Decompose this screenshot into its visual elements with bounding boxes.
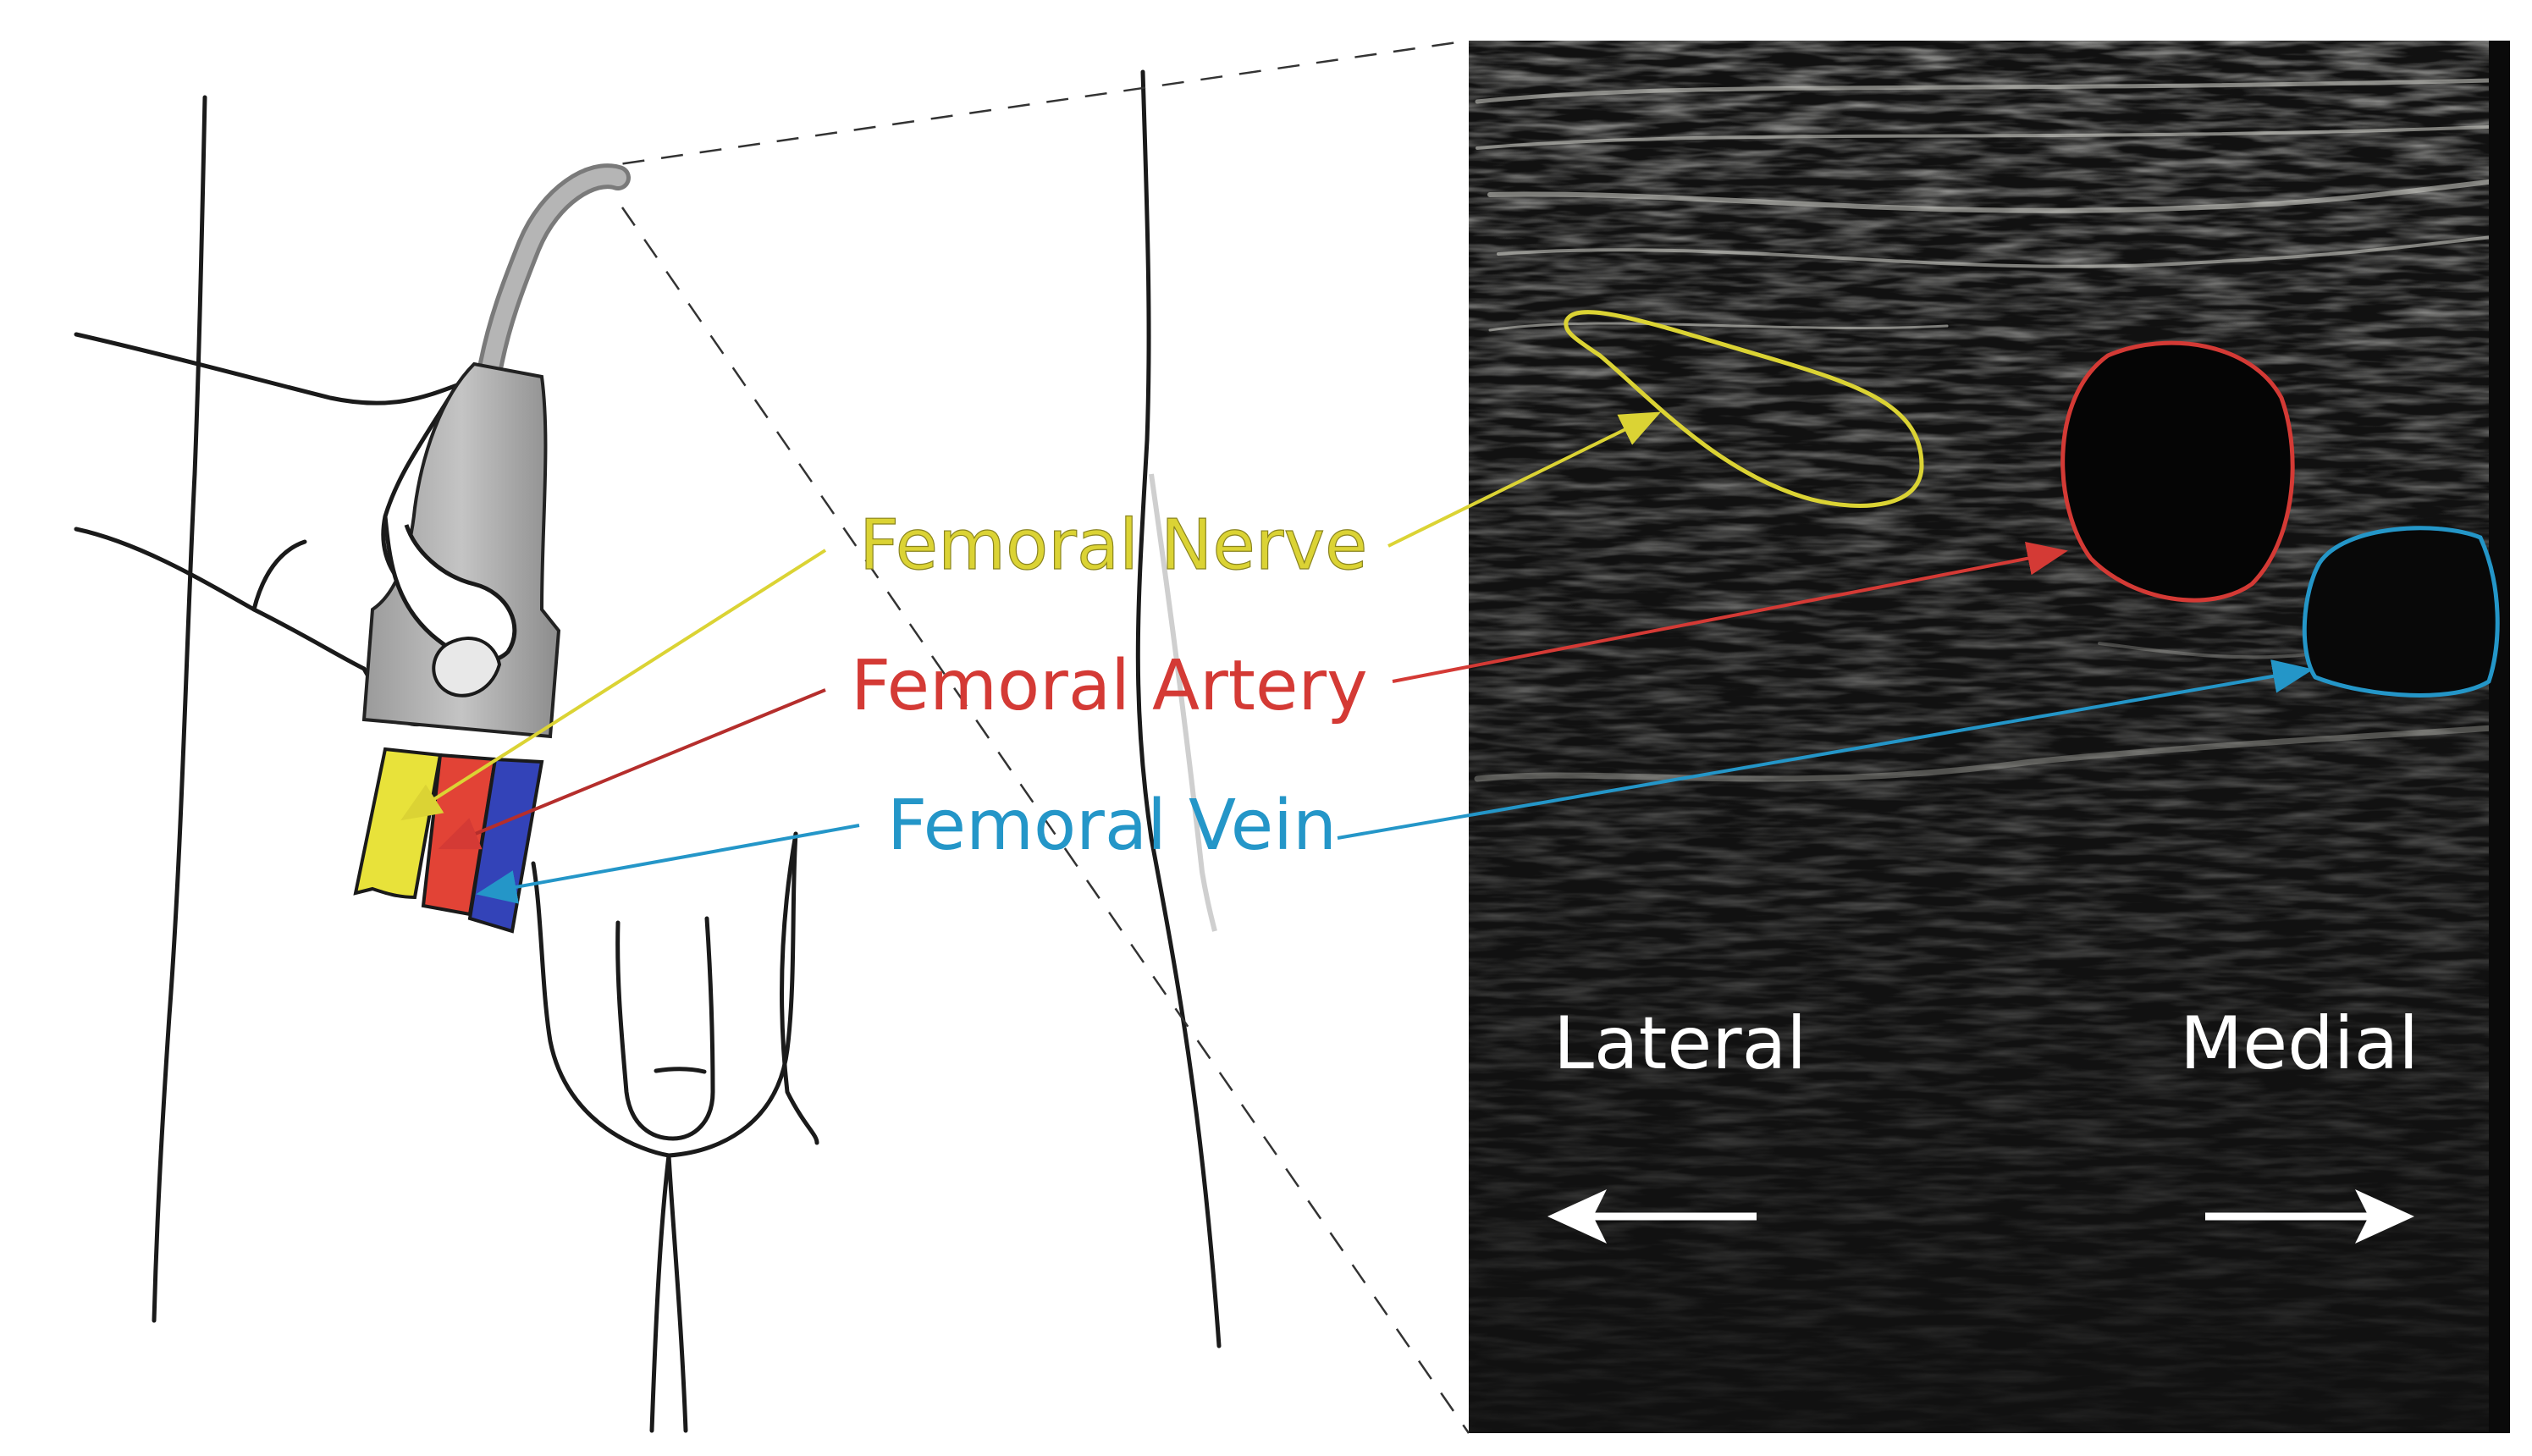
artery-outline [2060,340,2295,603]
vessel-ribbons [353,747,544,934]
femoral-vein-label: Femoral Vein [887,786,1337,866]
projection-line-bottom [621,207,1470,1434]
nerve-arrow-right [1387,411,1662,548]
arrow-right-icon [2205,1189,2414,1244]
vein-arrow-right [1337,659,2314,840]
artery-arrow-right [1392,541,2068,683]
body-outline [74,69,1222,1433]
artery-arrow-left [438,688,826,850]
lateral-label: Lateral [1553,1001,1807,1086]
arrow-left-icon [1547,1189,1757,1244]
vein-outline [2302,526,2500,698]
projection-line-top [583,39,1470,171]
medial-label: Medial [2180,1001,2419,1086]
femoral-nerve-label: Femoral Nerve [859,505,1367,586]
skin-crease [1149,473,1217,932]
femoral-artery-label: Femoral Artery [851,646,1368,726]
ultrasound-image [1469,41,2510,1433]
nerve-arrow-left [400,549,827,821]
hand-icon [383,516,517,698]
nerve-outline [1564,310,1924,508]
vein-arrow-left [476,824,860,904]
